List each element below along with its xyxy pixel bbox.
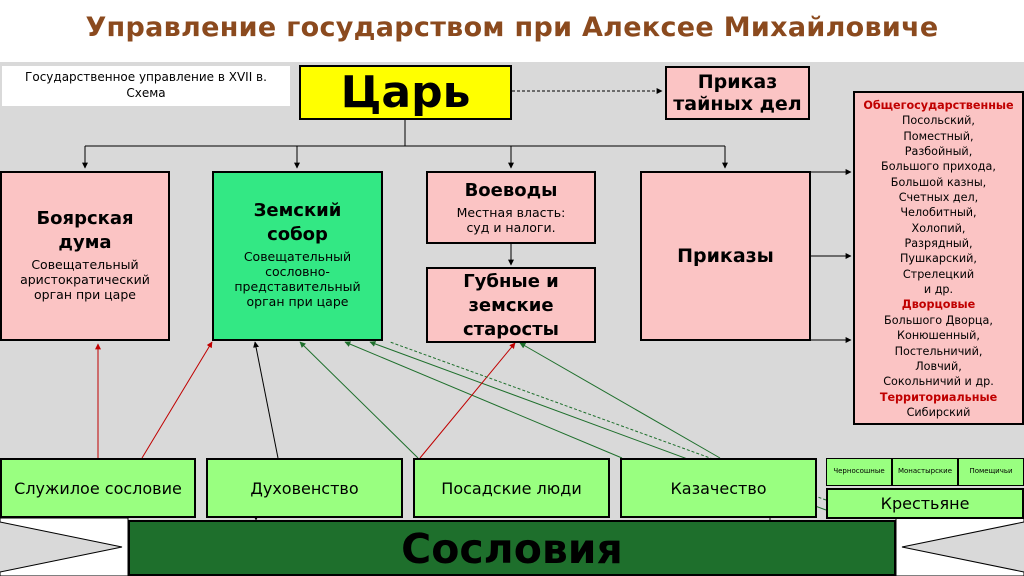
office-item: Челобитный,	[900, 206, 977, 220]
territorial-offices-heading: Территориальные	[879, 390, 998, 404]
office-item: Поместный,	[903, 129, 974, 143]
tsar-box: Царь	[299, 65, 512, 120]
voevody-box: Воеводы Местная власть: суд и налоги.	[426, 171, 596, 244]
office-item: Большой казны,	[890, 175, 987, 189]
office-item: Большого прихода,	[881, 160, 996, 174]
caption-line2: Схема	[126, 86, 166, 100]
gubnye-box: Губные и земские старосты	[426, 267, 596, 343]
boyar-duma-title-line1: Боярская	[36, 208, 134, 229]
diagram-caption: Государственное управление в XVII в. Схе…	[2, 66, 290, 106]
office-item: Пушкарский,	[900, 252, 977, 266]
office-item: Конюшенный,	[897, 329, 980, 343]
boyar-duma-title-line2: дума	[58, 232, 112, 253]
office-item: Постельничий,	[894, 344, 983, 358]
office-item: Стрелецкий	[902, 267, 975, 281]
peasant-type-state: Черносошные	[826, 458, 892, 486]
townspeople-to-sobor	[299, 341, 419, 459]
estate-townspeople: Посадские люди	[413, 458, 610, 518]
office-item: Большого Дворца,	[884, 313, 993, 327]
office-item: Разбойный,	[904, 145, 973, 159]
office-item: Холопий,	[911, 221, 966, 235]
office-item: Разрядный,	[904, 237, 973, 251]
cossacks-to-sobor	[344, 341, 623, 459]
zemsky-sobor-desc-line3: представительный	[234, 279, 361, 294]
zemsky-sobor-title-line2: собор	[267, 224, 328, 245]
boyar-duma-box: Боярская дума Совещательный аристократич…	[0, 171, 170, 341]
voevody-desc-line1: Местная власть:	[456, 205, 566, 220]
page-title: Управление государством при Алексее Миха…	[85, 12, 939, 43]
boyar-duma-desc-line3: орган при царе	[34, 287, 136, 302]
caption-line1: Государственное управление в XVII в.	[25, 70, 267, 84]
gubnye-line3: старосты	[463, 319, 559, 340]
townspeople-to-gubnye	[419, 342, 516, 459]
general-offices-heading: Общегосударственные	[863, 99, 1014, 112]
palace-offices-list: Большого Дворца, Конюшенный,Постельничий,…	[855, 313, 1022, 390]
peasant-type-monastery: Монастырские	[892, 458, 958, 486]
boyar-duma-desc-line2: аристократический	[20, 272, 150, 287]
left-chevron	[0, 517, 129, 576]
office-item: Счетных дел,	[898, 191, 979, 205]
prikazy-box: Приказы	[640, 171, 811, 341]
clergy-to-sobor	[253, 341, 279, 459]
general-offices-list: Посольский,Поместный, Разбойный,Большого …	[855, 113, 1022, 297]
palace-offices-heading: Дворцовые	[901, 298, 976, 312]
secret-office-box: Приказ тайных дел	[665, 66, 810, 120]
gubnye-line1: Губные и	[463, 271, 559, 292]
voevody-title: Воеводы	[464, 180, 558, 201]
voevody-desc-line2: суд и налоги.	[466, 220, 556, 235]
secret-office-line2: тайных дел	[673, 93, 802, 115]
estate-cossacks: Казачество	[620, 458, 817, 518]
peasant-type-landlord: Помещичьи	[958, 458, 1024, 486]
zemsky-sobor-desc-line1: Совещательный	[243, 249, 352, 264]
zemsky-sobor-title-line1: Земский	[253, 200, 342, 221]
zemsky-sobor-desc-line4: орган при царе	[246, 294, 349, 309]
service-to-sobor	[141, 341, 213, 459]
office-item: и др.	[923, 283, 954, 297]
boyar-duma-desc-line1: Совещательный	[31, 257, 139, 272]
estate-clergy: Духовенство	[206, 458, 403, 518]
office-item: Сокольничий и др.	[883, 375, 994, 389]
estates-banner: Сословия	[128, 520, 896, 576]
zemsky-sobor-box: Земский собор Совещательный сословно- пр…	[212, 171, 383, 341]
office-item: Сибирский	[906, 405, 971, 419]
office-item: Ловчий,	[915, 359, 962, 373]
secret-office-line1: Приказ	[697, 71, 778, 93]
estate-service-class: Служилое сословие	[0, 458, 196, 518]
estate-peasants: Крестьяне	[826, 488, 1024, 519]
territorial-offices-list: Сибирский	[855, 405, 1022, 420]
zemsky-sobor-desc-line2: сословно-	[265, 264, 330, 279]
right-chevron	[895, 517, 1024, 576]
office-item: Посольский,	[901, 114, 975, 128]
gubnye-line2: земские	[468, 295, 554, 316]
offices-list-box: Общегосударственные Посольский,Поместный…	[853, 91, 1024, 425]
cossacks-to-gubnye	[519, 342, 721, 459]
